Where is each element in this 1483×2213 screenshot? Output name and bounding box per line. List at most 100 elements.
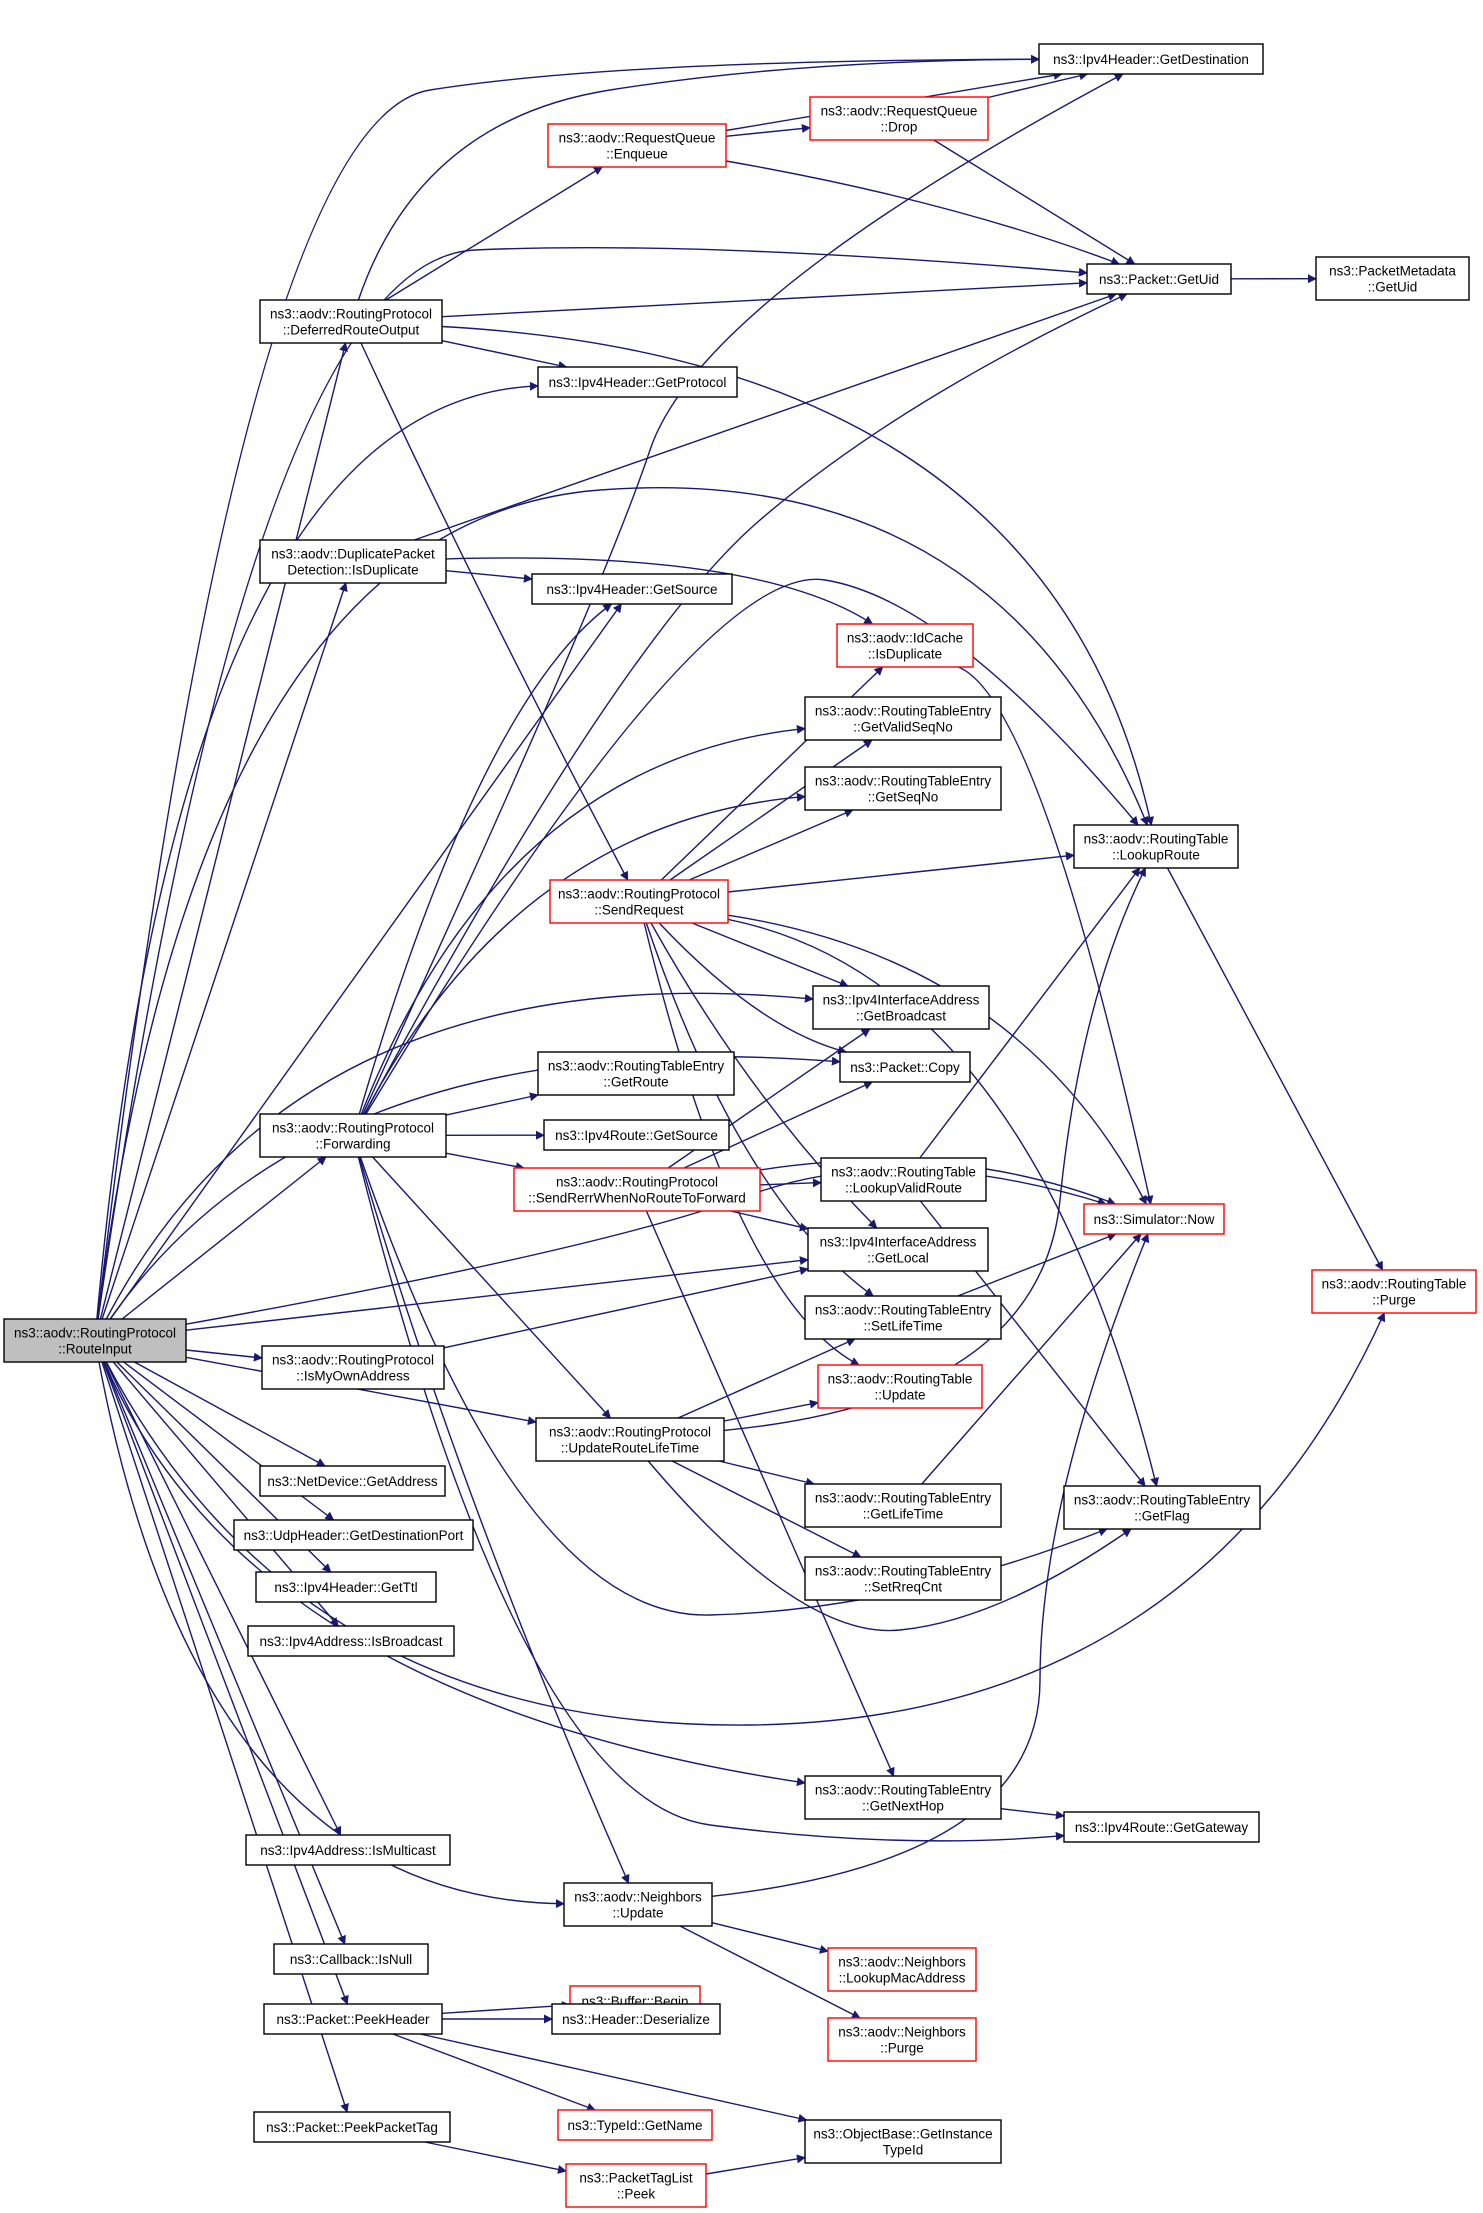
node-label: ::GetValidSeqNo <box>853 720 953 735</box>
node-label: Detection::IsDuplicate <box>287 563 418 578</box>
node-neighbors-update[interactable]: ns3::aodv::Neighbors::Update <box>563 1882 713 1927</box>
edge-line <box>365 578 1139 1115</box>
node-simulator-now[interactable]: ns3::Simulator::Now <box>1083 1203 1225 1235</box>
call-edge-rte_getnexthop-to-ipv4route_getgateway <box>1000 1808 1065 1820</box>
node-rte-getroute[interactable]: ns3::aodv::RoutingTableEntry::GetRoute <box>537 1051 735 1096</box>
node-netdevice-getaddress[interactable]: ns3::NetDevice::GetAddress <box>259 1465 446 1497</box>
node-sendrerr[interactable]: ns3::aodv::RoutingProtocol::SendRerrWhen… <box>513 1167 761 1212</box>
node-label: ns3::aodv::Neighbors <box>574 1890 702 1905</box>
node-rte-setrreqcnt[interactable]: ns3::aodv::RoutingTableEntry::SetRreqCnt <box>804 1556 1002 1601</box>
node-rq-drop[interactable]: ns3::aodv::RequestQueue::Drop <box>809 96 989 141</box>
edge-line <box>358 1156 630 1884</box>
call-edge-routeinput-to-peekheader <box>102 1361 349 2005</box>
node-label: ns3::Ipv4InterfaceAddress <box>823 993 980 1008</box>
edge-line <box>441 2001 571 2014</box>
node-box <box>259 1113 447 1158</box>
node-getprotocol[interactable]: ns3::Ipv4Header::GetProtocol <box>537 366 738 398</box>
edge-line <box>441 325 1154 826</box>
node-label: ::LookupMacAddress <box>839 1971 966 1986</box>
call-edge-routeinput-to-forwarding <box>121 1156 327 1320</box>
node-label: ns3::aodv::RequestQueue <box>559 131 716 146</box>
node-peekheader[interactable]: ns3::Packet::PeekHeader <box>263 2003 443 2035</box>
edge-line <box>643 922 860 1366</box>
edge-line <box>987 71 1089 99</box>
node-rt-lookuproute[interactable]: ns3::aodv::RoutingTable::LookupRoute <box>1073 824 1239 869</box>
node-label: ns3::Packet::PeekPacketTag <box>266 2120 438 2135</box>
node-getdestination[interactable]: ns3::Ipv4Header::GetDestination <box>1038 43 1264 75</box>
call-edge-forwarding-to-getsource <box>358 603 613 1115</box>
node-updateroutelifetime[interactable]: ns3::aodv::RoutingProtocol::UpdateRouteL… <box>535 1417 725 1462</box>
node-rte-getseqno[interactable]: ns3::aodv::RoutingTableEntry::GetSeqNo <box>804 766 1002 811</box>
node-idcache-isdup[interactable]: ns3::aodv::IdCache::IsDuplicate <box>836 623 974 668</box>
node-getuid[interactable]: ns3::Packet::GetUid <box>1086 263 1232 295</box>
call-edge-forwarding-to-neighbors_update <box>358 1156 630 1884</box>
node-isbroadcast[interactable]: ns3::Ipv4Address::IsBroadcast <box>247 1625 455 1657</box>
node-label: ns3::Callback::IsNull <box>290 1952 412 1967</box>
node-box <box>804 1483 1002 1528</box>
node-iface-getbroadcast[interactable]: ns3::Ipv4InterfaceAddress::GetBroadcast <box>812 985 990 1030</box>
edge-line <box>711 1233 1150 1897</box>
edge-line <box>357 1156 1065 1842</box>
call-edge-routeinput-to-getuid <box>97 246 1088 1320</box>
node-rte-setlifetime[interactable]: ns3::aodv::RoutingTableEntry::SetLifeTim… <box>804 1295 1002 1340</box>
node-packettaglist-peek[interactable]: ns3::PacketTagList::Peek <box>565 2163 707 2208</box>
node-box <box>531 573 733 605</box>
edge-line <box>360 342 629 881</box>
node-label: ns3::NetDevice::GetAddress <box>267 1474 438 1489</box>
edge-line <box>445 1092 539 1116</box>
node-label: ns3::aodv::RoutingTableEntry <box>815 1564 992 1579</box>
node-peekpackettag[interactable]: ns3::Packet::PeekPacketTag <box>253 2111 451 2143</box>
node-box <box>259 1465 446 1497</box>
node-label: ns3::aodv::RoutingProtocol <box>272 1353 434 1368</box>
node-packet-copy[interactable]: ns3::Packet::Copy <box>839 1051 971 1083</box>
call-edge-peekpackettag-to-packettaglist_peek <box>424 2141 567 2174</box>
node-label: ns3::Ipv4Header::GetSource <box>546 582 717 597</box>
node-callback-isnull[interactable]: ns3::Callback::IsNull <box>273 1943 429 1975</box>
call-edge-rte_getlifetime-to-simulator_now <box>921 1233 1142 1485</box>
node-getttl[interactable]: ns3::Ipv4Header::GetTtl <box>255 1571 437 1603</box>
node-neighbors-lookupmac[interactable]: ns3::aodv::Neighbors::LookupMacAddress <box>827 1947 977 1992</box>
node-label: ns3::ObjectBase::GetInstance <box>813 2127 992 2142</box>
call-edge-routeinput-to-peekpackettag <box>101 1361 349 2113</box>
node-rt-purge[interactable]: ns3::aodv::RoutingTable::Purge <box>1311 1269 1477 1314</box>
node-sendrequest[interactable]: ns3::aodv::RoutingProtocol::SendRequest <box>549 879 729 924</box>
node-label: ns3::aodv::RoutingProtocol <box>272 1121 434 1136</box>
node-box <box>820 1157 987 1202</box>
node-forwarding[interactable]: ns3::aodv::RoutingProtocol::Forwarding <box>259 1113 447 1158</box>
node-rt-lookupvalidroute[interactable]: ns3::aodv::RoutingTable::LookupValidRout… <box>820 1157 987 1202</box>
node-box <box>804 2119 1002 2164</box>
node-ipv4route-getgateway[interactable]: ns3::Ipv4Route::GetGateway <box>1063 1811 1260 1843</box>
node-routeinput[interactable]: ns3::aodv::RoutingProtocol::RouteInput <box>3 1318 187 1363</box>
node-udp-getdestport[interactable]: ns3::UdpHeader::GetDestinationPort <box>233 1519 474 1551</box>
node-ipv4route-getsource[interactable]: ns3::Ipv4Route::GetSource <box>543 1119 730 1151</box>
node-rte-getnexthop[interactable]: ns3::aodv::RoutingTableEntry::GetNextHop <box>804 1775 1002 1820</box>
edge-line <box>97 487 1149 1320</box>
call-edge-rq_drop-to-getdestination <box>987 71 1089 99</box>
node-box <box>1063 1811 1260 1843</box>
call-edge-routeinput-to-ismyownaddress <box>185 1349 263 1362</box>
node-pm-getuid[interactable]: ns3::PacketMetadata::GetUid <box>1315 256 1470 301</box>
node-getsource[interactable]: ns3::Ipv4Header::GetSource <box>531 573 733 605</box>
node-rte-getflag[interactable]: ns3::aodv::RoutingTableEntry::GetFlag <box>1063 1485 1261 1530</box>
node-header-deserialize[interactable]: ns3::Header::Deserialize <box>551 2003 721 2035</box>
node-rt-update[interactable]: ns3::aodv::RoutingTable::Update <box>817 1364 983 1409</box>
node-typeid-getname[interactable]: ns3::TypeId::GetName <box>557 2109 713 2141</box>
node-deferred[interactable]: ns3::aodv::RoutingProtocol::DeferredRout… <box>259 299 443 344</box>
node-ismyownaddress[interactable]: ns3::aodv::RoutingProtocol::IsMyOwnAddre… <box>261 1345 445 1390</box>
node-iface-getlocal[interactable]: ns3::Ipv4InterfaceAddress::GetLocal <box>807 1227 989 1272</box>
node-neighbors-purge[interactable]: ns3::aodv::Neighbors::Purge <box>827 2017 977 2062</box>
node-label: ::GetBroadcast <box>856 1009 946 1024</box>
edge-line <box>730 1210 809 1232</box>
edge-line <box>362 73 1124 1115</box>
edge-line <box>385 166 603 301</box>
node-dpd-isdup[interactable]: ns3::aodv::DuplicatePacketDetection::IsD… <box>259 539 447 584</box>
node-box <box>1063 1485 1261 1530</box>
edge-line <box>933 139 1136 265</box>
node-rq-enqueue[interactable]: ns3::aodv::RequestQueue::Enqueue <box>547 123 727 168</box>
node-ismulticast[interactable]: ns3::Ipv4Address::IsMulticast <box>245 1834 451 1866</box>
node-rte-getvalidseqno[interactable]: ns3::aodv::RoutingTableEntry::GetValidSe… <box>804 696 1002 741</box>
node-rte-getlifetime[interactable]: ns3::aodv::RoutingTableEntry::GetLifeTim… <box>804 1483 1002 1528</box>
node-box <box>807 1227 989 1272</box>
